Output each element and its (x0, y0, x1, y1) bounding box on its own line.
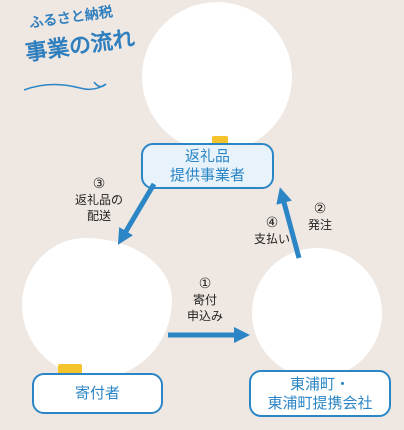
step-2-number: ② (313, 201, 327, 217)
step-2-text: 発注 (307, 218, 332, 233)
step-3-number: ③ (92, 176, 106, 192)
step-4-number: ④ (265, 215, 279, 231)
step-3-line-2: 配送 (86, 208, 111, 223)
step-4-label: ④ 支払い (250, 214, 294, 248)
step-2-label: ② 発注 (300, 200, 340, 234)
arrow-order-payment (276, 187, 302, 259)
donor-box: 寄付者 (32, 373, 163, 414)
town-box: 東浦町・ 東浦町提携会社 (249, 370, 391, 417)
supplier-image (142, 2, 292, 152)
donor-label: 寄付者 (74, 384, 120, 403)
town-image (252, 248, 382, 378)
step-4-text: 支払い (253, 232, 290, 247)
step-1-line-2: 申込み (186, 308, 223, 323)
title-underline-flourish (23, 81, 107, 91)
supplier-label-line-2: 提供事業者 (169, 166, 245, 184)
supplier-label-line-1: 返礼品 (184, 147, 230, 166)
town-label-line-2: 東浦町提携会社 (267, 393, 373, 412)
step-3-label: ③ 返礼品の 配送 (64, 175, 134, 224)
step-3-line-1: 返礼品の (74, 193, 123, 208)
step-1-number: ① (198, 276, 212, 292)
step-1-line-1: 寄付 (192, 293, 217, 308)
town-label-line-1: 東浦町・ (289, 374, 350, 393)
arrow-delivery (117, 182, 157, 245)
supplier-box: 返礼品 提供事業者 (141, 143, 274, 189)
donor-image (22, 238, 172, 378)
supplier-image-tab (212, 136, 228, 146)
step-1-label: ① 寄付 申込み (180, 275, 230, 324)
